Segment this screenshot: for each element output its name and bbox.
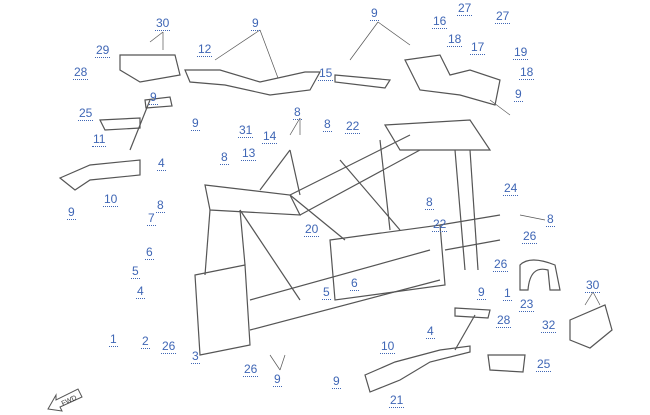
callout-8[interactable]: 8 [425, 195, 434, 210]
callout-9[interactable]: 9 [149, 90, 158, 105]
callout-9[interactable]: 9 [251, 16, 260, 31]
callout-32[interactable]: 32 [541, 318, 557, 333]
main-frame [194, 119, 501, 356]
callout-19[interactable]: 19 [513, 45, 529, 60]
callout-1[interactable]: 1 [109, 332, 118, 347]
callout-28[interactable]: 28 [496, 313, 512, 328]
callout-8[interactable]: 8 [156, 198, 165, 213]
callout-5[interactable]: 5 [322, 285, 331, 300]
callout-16[interactable]: 16 [432, 14, 448, 29]
left-footrest [58, 96, 173, 191]
callout-30[interactable]: 30 [155, 16, 171, 31]
callout-8[interactable]: 8 [220, 150, 229, 165]
callout-22[interactable]: 22 [432, 217, 448, 232]
callout-22[interactable]: 22 [345, 119, 361, 134]
callout-21[interactable]: 21 [389, 393, 405, 408]
callout-4[interactable]: 4 [136, 284, 145, 299]
callout-5[interactable]: 5 [131, 264, 140, 279]
callout-25[interactable]: 25 [78, 106, 94, 121]
callout-8[interactable]: 8 [323, 117, 332, 132]
callout-26[interactable]: 26 [161, 339, 177, 354]
callout-29[interactable]: 29 [95, 43, 111, 58]
forward-direction-arrow: FWD [44, 383, 84, 415]
callout-9[interactable]: 9 [332, 374, 341, 389]
callout-18[interactable]: 18 [519, 65, 535, 80]
callout-11[interactable]: 11 [92, 132, 107, 147]
callout-9[interactable]: 9 [191, 116, 200, 131]
callout-6[interactable]: 6 [350, 276, 359, 291]
callout-31[interactable]: 31 [238, 123, 254, 138]
leader-lines [149, 21, 601, 371]
callout-26[interactable]: 26 [243, 362, 259, 377]
callout-9[interactable]: 9 [514, 87, 523, 102]
callout-18[interactable]: 18 [447, 32, 463, 47]
callout-9[interactable]: 9 [370, 6, 379, 21]
callout-23[interactable]: 23 [519, 297, 535, 312]
callout-1[interactable]: 1 [503, 286, 512, 301]
callout-25[interactable]: 25 [536, 357, 552, 372]
callout-24[interactable]: 24 [503, 181, 519, 196]
callout-27[interactable]: 27 [457, 1, 473, 16]
callout-10[interactable]: 10 [103, 192, 119, 207]
callout-9[interactable]: 9 [477, 285, 486, 300]
right-footrest [364, 259, 613, 393]
upper-crossbars [119, 54, 501, 106]
callout-20[interactable]: 20 [304, 222, 320, 237]
callout-17[interactable]: 17 [470, 40, 486, 55]
callout-4[interactable]: 4 [157, 156, 166, 171]
callout-15[interactable]: 15 [318, 66, 334, 81]
callout-27[interactable]: 27 [495, 9, 511, 24]
callout-8[interactable]: 8 [293, 105, 302, 120]
callout-4[interactable]: 4 [426, 324, 435, 339]
callout-28[interactable]: 28 [73, 65, 89, 80]
forward-arrow-icon: FWD [47, 388, 83, 412]
callout-26[interactable]: 26 [522, 229, 538, 244]
callout-26[interactable]: 26 [493, 257, 509, 272]
callout-30[interactable]: 30 [585, 278, 601, 293]
callout-13[interactable]: 13 [241, 146, 257, 161]
callout-10[interactable]: 10 [380, 339, 396, 354]
callout-9[interactable]: 9 [273, 372, 282, 387]
callout-6[interactable]: 6 [145, 245, 154, 260]
callout-12[interactable]: 12 [197, 42, 213, 57]
callout-14[interactable]: 14 [262, 129, 278, 144]
callout-8[interactable]: 8 [546, 212, 555, 227]
callout-3[interactable]: 3 [191, 349, 200, 364]
callout-2[interactable]: 2 [141, 334, 150, 349]
callout-9[interactable]: 9 [67, 205, 76, 220]
callout-7[interactable]: 7 [147, 211, 156, 226]
